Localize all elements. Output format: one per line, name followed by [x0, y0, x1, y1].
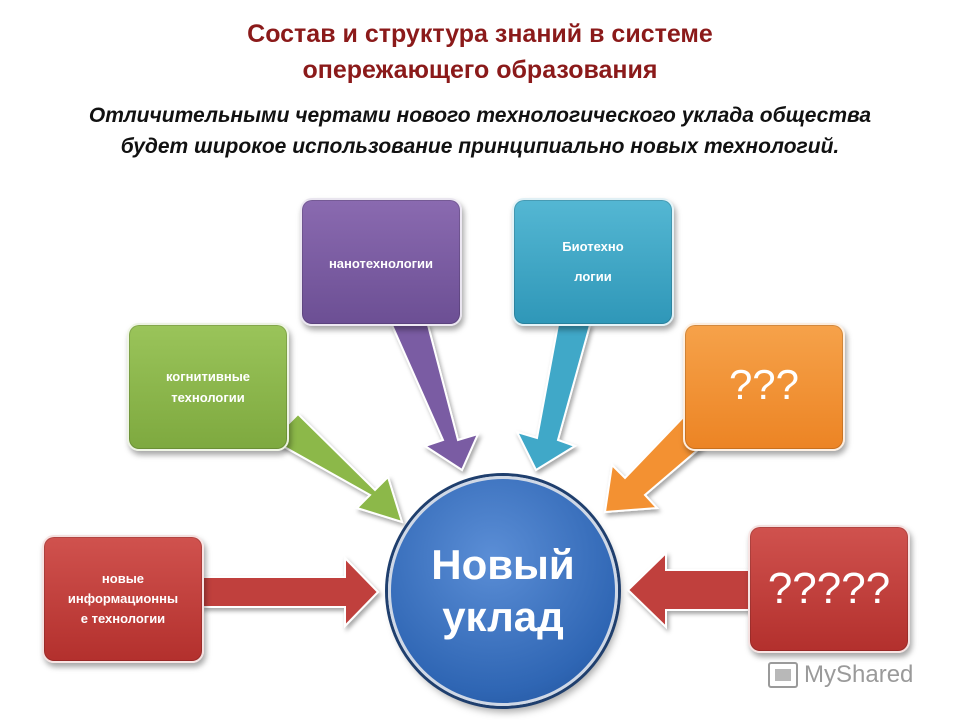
center-line-2: уклад: [442, 593, 564, 640]
box-cognitive-line-1: когнитивные: [165, 369, 251, 384]
arrow-bio: [515, 324, 592, 472]
box-cognitive-line-2: технологии: [171, 390, 245, 405]
box-unknown-5-label: ?????: [767, 564, 891, 613]
slide-title: Состав и структура знаний в системе опер…: [0, 16, 960, 88]
center-line-1: Новый: [431, 541, 575, 588]
subtitle-line-2: будет широкое использование принципиальн…: [120, 135, 840, 158]
arrow-nano: [390, 324, 480, 472]
box-bio: Биотехно логии: [512, 198, 674, 326]
slide-subtitle: Отличительными чертами нового технологич…: [20, 100, 940, 162]
box-new-it-line-2: информационны: [67, 591, 179, 606]
title-line-1: Состав и структура знаний в системе: [247, 20, 713, 48]
center-circle: Новый уклад: [388, 476, 618, 706]
title-line-2: опережающего образования: [302, 56, 658, 84]
watermark-text: MyShared: [804, 661, 914, 688]
box-bio-line-1: Биотехно: [562, 239, 624, 254]
box-unknown-3: ???: [683, 323, 845, 451]
box-cognitive: когнитивные технологии: [127, 323, 289, 451]
box-unknown-3-label: ???: [728, 361, 800, 408]
subtitle-line-1: Отличительными чертами нового технологич…: [88, 104, 872, 127]
box-bio-line-2: логии: [574, 269, 612, 284]
arrow-info: [201, 555, 380, 629]
box-unknown-5: ?????: [748, 525, 910, 653]
box-nano-label: нанотехнологии: [328, 256, 434, 271]
arrow-cognitive: [270, 412, 404, 524]
arrow-unknown5: [626, 550, 751, 630]
box-new-it: новые информационны е технологии: [42, 535, 204, 663]
presentation-icon: [768, 662, 798, 688]
box-new-it-line-1: новые: [101, 571, 145, 586]
box-nano: нанотехнологии: [300, 198, 462, 326]
box-new-it-line-3: е технологии: [80, 611, 166, 626]
watermark: MyShared: [768, 658, 913, 692]
